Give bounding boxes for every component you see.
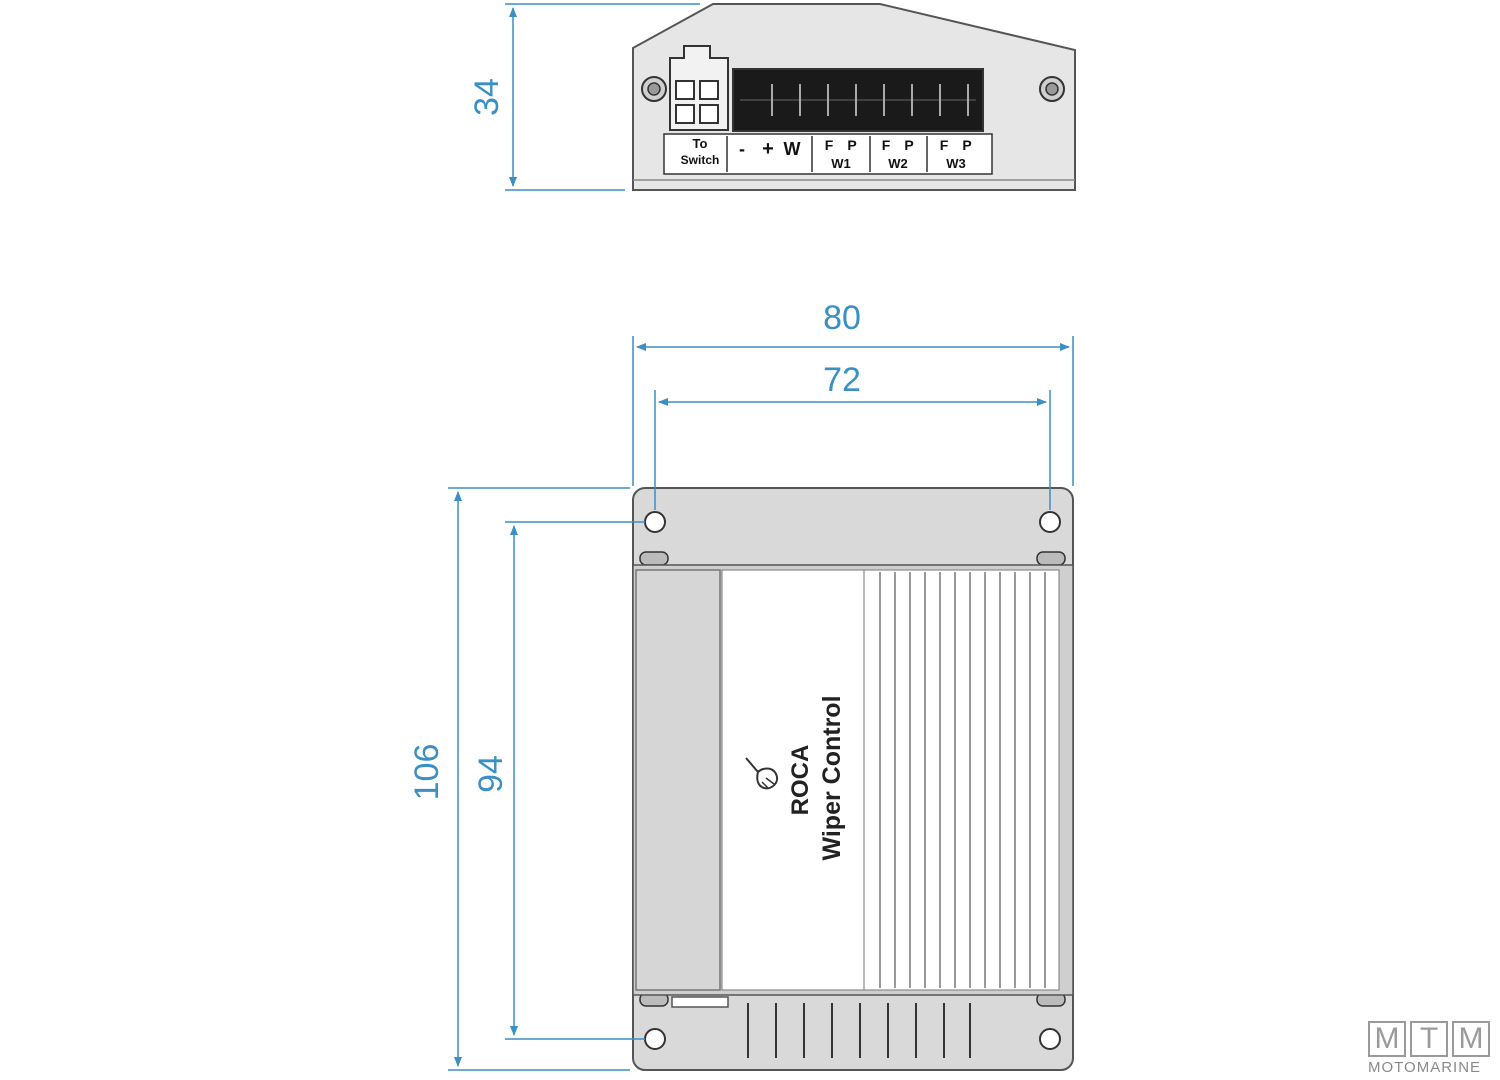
label-w3-f: F [940,137,949,153]
switch-connector [669,45,729,131]
label-w2: W2 [888,156,908,171]
mount-hole-top-left [644,511,666,533]
terminal-block [732,68,984,132]
screw-right [1039,76,1065,102]
roca-logo-icon [745,757,778,790]
dimension-height-holes [505,521,645,1040]
logo-letter-m2: M [1452,1021,1490,1057]
dimension-height-outer [448,487,630,1071]
label-plus: + [762,138,774,160]
dimension-80-label: 80 [823,299,861,337]
dimension-width-outer [632,336,1074,486]
dimension-width-holes [654,390,1051,510]
dimension-106-label: 106 [408,744,446,801]
bottom-vents [747,1003,971,1058]
logo-letters: M T M [1368,1021,1495,1057]
label-w3: W3 [946,156,966,171]
label-minus: - [739,139,745,159]
dimension-34-label: 34 [468,78,506,116]
side-view: To Switch - + W F P W1 F P W2 F P W3 34 [468,3,1076,191]
label-panel [721,569,865,991]
terminal-labels: To Switch - + W F P W1 F P W2 F P W3 [663,133,993,175]
logo-letter-m1: M [1368,1021,1406,1057]
heatsink-fins [863,569,1060,991]
label-w2-p: P [904,137,913,153]
label-w1-f: F [825,137,834,153]
label-w1: W1 [831,156,851,171]
cover-side-strip [635,569,721,991]
label-w3-p: P [962,137,971,153]
label-w2-f: F [882,137,891,153]
mount-hole-top-right [1039,511,1061,533]
mount-hole-bottom-right [1039,1028,1061,1050]
screw-left [641,76,667,102]
bottom-tab [671,996,729,1008]
logo-letter-t: T [1410,1021,1448,1057]
brand-label: ROCA [787,745,814,816]
motomarine-watermark-logo: M T M MOTOMARINE [1368,1021,1495,1078]
mount-hole-bottom-left [644,1028,666,1050]
label-to: To [693,136,708,151]
dimension-94-label: 94 [472,755,510,793]
label-switch: Switch [681,153,720,167]
label-w1-p: P [847,137,856,153]
top-view: ROCA Wiper Control 80 72 106 94 [408,299,1074,1071]
product-label: Wiper Control [818,695,846,860]
logo-text: MOTOMARINE [1368,1059,1482,1076]
label-w: W [784,139,801,159]
dimension-height-side [505,3,700,191]
dimension-72-label: 72 [823,361,861,399]
